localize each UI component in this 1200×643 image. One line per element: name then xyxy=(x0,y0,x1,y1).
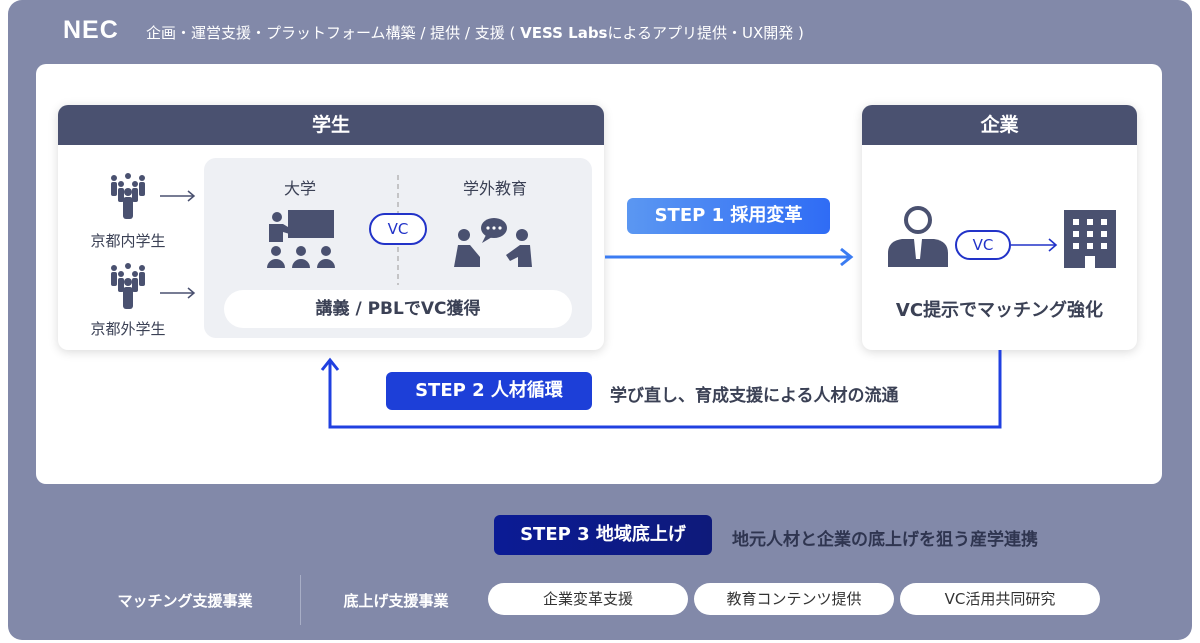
students-title: 学生 xyxy=(58,105,604,145)
group2-label: 京都外学生 xyxy=(90,320,166,338)
company-title: 企業 xyxy=(862,105,1137,145)
classroom-icon xyxy=(267,210,335,268)
company-caption: VC提示でマッチング強化 xyxy=(895,300,1104,321)
subtitle-bold: VESS Labs xyxy=(520,24,608,42)
building-icon xyxy=(1064,210,1116,268)
group1-label: 京都内学生 xyxy=(90,232,166,250)
uplift-support-label: 底上げ支援事業 xyxy=(343,592,449,610)
header-subtitle: 企画・運営支援・プラットフォーム構築 / 提供 / 支援 ( VESS Labs… xyxy=(146,22,804,43)
step2-description: 学び直し、育成支援による人材の流通 xyxy=(610,386,899,406)
nec-logo: NEC xyxy=(63,16,119,44)
pill-vc-research: VC活用共同研究 xyxy=(900,583,1100,615)
vc-badge: VC xyxy=(955,230,1011,260)
step3-badge: STEP 3 地域底上げ xyxy=(494,515,712,555)
university-label: 大学 xyxy=(283,179,316,198)
outside-education-label: 学外教育 xyxy=(462,179,527,198)
vc-badge: VC xyxy=(369,213,427,245)
arrow-right-icon xyxy=(160,190,196,202)
step3-description: 地元人材と企業の底上げを狙う産学連携 xyxy=(732,530,1038,550)
arrow-right-icon xyxy=(160,287,196,299)
subtitle-text: 企画・運営支援・プラットフォーム構築 / 提供 / 支援 ( xyxy=(146,24,521,42)
pill-corporate-transformation: 企業変革支援 xyxy=(488,583,688,615)
pill-education-content: 教育コンテンツ提供 xyxy=(694,583,894,615)
group-people-icon xyxy=(111,173,145,219)
conversation-icon xyxy=(454,218,532,267)
matching-support-label: マッチング支援事業 xyxy=(117,592,253,610)
businessman-icon xyxy=(888,206,948,267)
divider xyxy=(300,575,301,625)
step1-badge: STEP 1 採用変革 xyxy=(627,198,830,234)
group-people-icon xyxy=(111,263,145,309)
step2-badge: STEP 2 人材循環 xyxy=(386,372,592,410)
subtitle-text-end: によるアプリ提供・UX開発 ) xyxy=(607,24,804,42)
step2-loop-arrow xyxy=(320,350,1002,429)
lecture-pbl-label: 講義 / PBLでVC獲得 xyxy=(224,290,572,328)
arrow-right-icon xyxy=(1011,238,1058,252)
step1-arrow xyxy=(605,247,854,267)
